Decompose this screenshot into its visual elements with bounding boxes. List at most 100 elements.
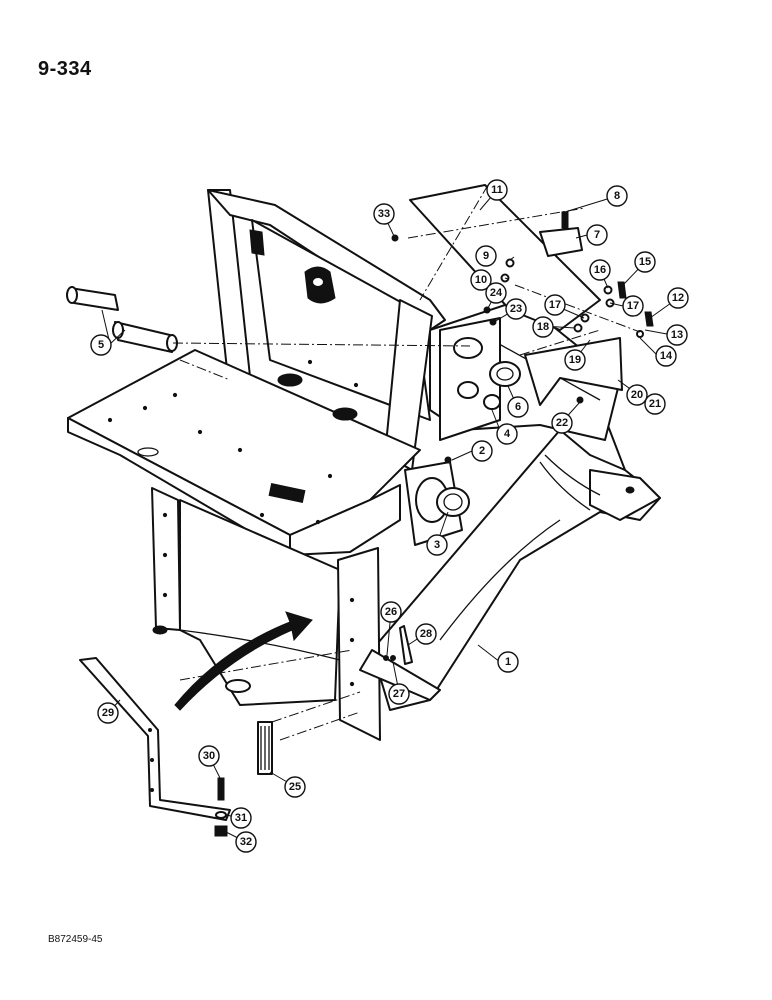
callout-7: 7 xyxy=(586,224,608,246)
callout-label: 22 xyxy=(556,417,568,429)
callout-label: 24 xyxy=(490,287,503,299)
callout-20: 20 xyxy=(626,384,648,406)
callout-label: 30 xyxy=(203,750,215,762)
callout-bubble xyxy=(544,294,566,316)
callout-label: 1 xyxy=(505,656,511,668)
callout-bubble xyxy=(471,440,493,462)
callout-bubble xyxy=(380,601,402,623)
callout-bubble xyxy=(230,807,252,829)
bracket-hardware xyxy=(391,211,654,464)
callout-bubble xyxy=(284,776,306,798)
callout-bubble xyxy=(415,623,437,645)
callout-25: 25 xyxy=(284,776,306,798)
callout-14: 14 xyxy=(655,345,677,367)
callout-label: 17 xyxy=(627,300,639,312)
callout-24: 24 xyxy=(485,282,507,304)
callout-1: 1 xyxy=(497,651,519,673)
callout-label: 33 xyxy=(378,208,390,220)
callout-label: 5 xyxy=(98,339,104,351)
callout-8: 8 xyxy=(606,185,628,207)
step-bracket xyxy=(79,657,231,821)
assembly-centerlines xyxy=(172,184,641,741)
callout-bubble xyxy=(373,203,395,225)
callout-bubble xyxy=(564,349,586,371)
callout-label: 14 xyxy=(660,350,673,362)
callout-bubble xyxy=(507,396,529,418)
drawing-code: B872459-45 xyxy=(48,934,103,945)
callout-label: 7 xyxy=(594,229,600,241)
callout-label: 23 xyxy=(510,303,522,315)
page-number: 9-334 xyxy=(38,58,92,80)
callout-bubble xyxy=(667,287,689,309)
callout-bubble xyxy=(475,245,497,267)
callout-13: 13 xyxy=(666,324,688,346)
callout-19: 19 xyxy=(564,349,586,371)
callout-label: 25 xyxy=(289,781,301,793)
callout-bubble xyxy=(666,324,688,346)
callout-bubble xyxy=(644,393,666,415)
callout-label: 18 xyxy=(537,321,549,333)
callout-16: 16 xyxy=(589,259,611,281)
callout-label: 15 xyxy=(639,256,651,268)
callout-17b: 17 xyxy=(622,295,644,317)
callout-bubble xyxy=(486,179,508,201)
callout-3: 3 xyxy=(426,534,448,556)
callout-27: 27 xyxy=(388,683,410,705)
callout-30: 30 xyxy=(198,745,220,767)
callout-label: 29 xyxy=(102,707,114,719)
callout-bubble xyxy=(551,412,573,434)
callout-bubble xyxy=(485,282,507,304)
callout-29: 29 xyxy=(97,702,119,724)
callout-15: 15 xyxy=(634,251,656,273)
callout-label: 32 xyxy=(240,836,252,848)
callout-26: 26 xyxy=(380,601,402,623)
callout-9: 9 xyxy=(475,245,497,267)
callout-label: 26 xyxy=(385,606,397,618)
callout-bubble xyxy=(655,345,677,367)
callout-10: 10 xyxy=(470,269,492,291)
bushings xyxy=(436,361,521,517)
callout-label: 20 xyxy=(631,389,643,401)
callout-label: 11 xyxy=(491,184,503,196)
callout-5: 5 xyxy=(90,334,112,356)
callout-28: 28 xyxy=(415,623,437,645)
callout-bubble xyxy=(626,384,648,406)
callout-bubble xyxy=(532,316,554,338)
callout-17a: 17 xyxy=(544,294,566,316)
callout-bubble xyxy=(505,298,527,320)
callout-label: 17 xyxy=(549,299,561,311)
callout-bubble xyxy=(496,423,518,445)
callout-32: 32 xyxy=(235,831,257,853)
callout-bubble xyxy=(622,295,644,317)
callout-2: 2 xyxy=(471,440,493,462)
callout-label: 6 xyxy=(515,401,521,413)
pivot-pins xyxy=(66,286,178,353)
callout-bubble xyxy=(586,224,608,246)
callout-18: 18 xyxy=(532,316,554,338)
callout-label: 9 xyxy=(483,250,489,262)
callout-bubble xyxy=(388,683,410,705)
callout-bubble xyxy=(97,702,119,724)
callout-31: 31 xyxy=(230,807,252,829)
callout-23: 23 xyxy=(505,298,527,320)
callout-33: 33 xyxy=(373,203,395,225)
callout-label: 2 xyxy=(479,445,485,457)
callout-bubble xyxy=(90,334,112,356)
callout-label: 4 xyxy=(504,428,511,440)
callout-22: 22 xyxy=(551,412,573,434)
stop-bracket xyxy=(399,625,413,665)
callout-label: 16 xyxy=(594,264,606,276)
callout-label: 28 xyxy=(420,628,432,640)
callout-21: 21 xyxy=(644,393,666,415)
callout-group: 1 2 3 4 5 6 7 8 9 10 11 12 13 14 15 16 1… xyxy=(90,179,689,853)
callout-label: 12 xyxy=(672,292,684,304)
callout-4: 4 xyxy=(496,423,518,445)
callout-bubble xyxy=(198,745,220,767)
callout-label: 21 xyxy=(649,398,661,410)
callout-bubble xyxy=(235,831,257,853)
fastener-stack xyxy=(214,777,228,837)
callout-11: 11 xyxy=(486,179,508,201)
callout-bubble xyxy=(589,259,611,281)
callout-bubble xyxy=(426,534,448,556)
